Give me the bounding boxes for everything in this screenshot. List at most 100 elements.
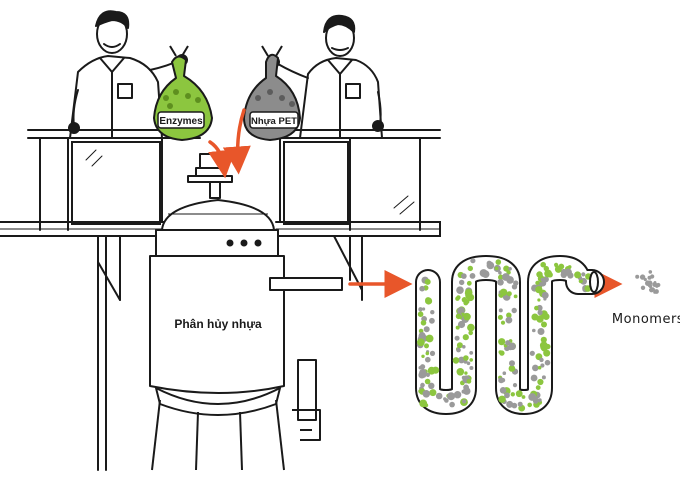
tube-particle [535,280,540,286]
tube-particle [500,320,506,325]
tube-particle [467,323,475,332]
tube-particle [469,351,474,355]
tube-particle [464,288,473,297]
tube-particle [531,313,539,321]
tube-particle [502,371,507,376]
tube-particle [544,359,551,366]
monomer-particle [647,275,652,280]
tube-particle [584,285,592,292]
monomers-label: Monomers [612,312,680,327]
tube-particle [463,313,471,321]
tube-particle [420,320,427,326]
tube-particle [515,390,523,398]
tube-particle [539,357,544,363]
tube-particle [424,343,429,349]
tube-particle [497,314,503,320]
tube-particle [499,387,507,394]
tube-particle [459,320,465,326]
tube-particle [495,259,502,265]
pet-bag: Nhựa PET [243,45,301,141]
tube-particle [455,313,462,320]
tube-particle [506,291,512,297]
tube-particle [467,265,473,272]
tube-particle [417,338,425,347]
tube-particle [470,258,476,264]
tube-particle [538,398,542,402]
tube-particle [554,262,559,267]
tube-particle [461,273,467,279]
tube-particle [466,361,471,366]
tube-particle [505,316,513,324]
tube-particle [424,403,429,408]
tube-particle [462,334,469,341]
tube-particle [537,309,543,316]
tube-particle [466,378,472,384]
tube-particle [542,313,550,320]
enzymes-bag: Enzymes [153,45,213,141]
tube-particle [543,297,547,301]
tube-particle [447,392,456,401]
tube-particle [537,298,541,302]
tube-particle [432,366,440,374]
tube-particle [418,307,423,312]
tube-particle [456,342,463,349]
tube-particle [498,308,503,313]
tube-particle [454,335,460,341]
tube-particle [504,392,510,399]
serpentine-tube [415,255,605,415]
tube-particle [543,265,549,272]
tube-particle [532,364,539,372]
tube-particle [517,401,523,407]
tube-particle [554,265,562,273]
monomer-particle [648,270,653,274]
tube-particle [541,375,546,380]
tube-particle [528,393,537,401]
tube-particle [544,269,552,278]
enzymes-bag-label: Enzymes [159,116,203,127]
tube-particle [539,341,548,350]
tube-particle [456,295,461,300]
tube-particle [498,395,506,403]
pet-bag-label: Nhựa PET [251,116,297,127]
tube-particle [456,368,465,376]
tube-particle [541,291,549,299]
tube-particle [463,355,469,361]
tube-particle [425,372,430,377]
tube-particle [422,307,426,311]
tube-particle [500,378,506,383]
tube-particle [452,357,460,364]
tube-particle [419,285,425,292]
tube-particle [511,307,517,314]
tube-particle [574,271,582,279]
tube-particle [486,261,495,270]
tube-particle [469,366,474,370]
tube-particle [438,395,442,399]
tube-particle [499,288,508,296]
tube-particle [567,265,572,269]
tube-particle [498,271,502,275]
tube-particle [534,305,539,311]
tube-particle [418,332,426,339]
tube-particle [521,395,526,399]
tube-particle [505,340,511,346]
monomer-particle [639,274,646,280]
reactor-label: Phân hủy nhựa [174,317,262,331]
tube-particle [581,272,586,277]
tube-particle [509,360,515,367]
tube-particle [423,326,430,333]
tube-particle [538,306,543,311]
monomer-particle [654,289,659,294]
tube-particle [479,269,488,278]
monomer-particle [640,285,646,290]
tube-particle [420,382,425,388]
tube-particle [543,349,551,357]
tube-particle [430,310,435,315]
tube-particle [424,378,431,385]
tube-particle [449,401,455,408]
tube-particle [444,398,449,403]
monomer-particle [651,287,655,292]
tube-particle [469,358,474,362]
tube-particle [508,267,512,271]
tube-particle [564,268,572,276]
